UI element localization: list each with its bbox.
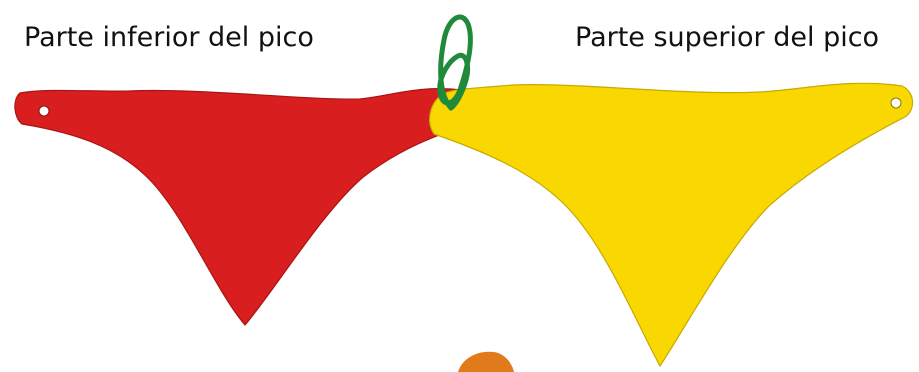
lower-beak-piece [15, 89, 470, 325]
punch-hole-icon [891, 98, 901, 108]
label-lower-beak: Parte inferior del pico [24, 22, 314, 54]
punch-hole-icon [39, 106, 49, 116]
upper-beak-piece [430, 83, 913, 366]
label-upper-beak: Parte superior del pico [575, 22, 879, 54]
orange-object-edge [458, 352, 514, 372]
